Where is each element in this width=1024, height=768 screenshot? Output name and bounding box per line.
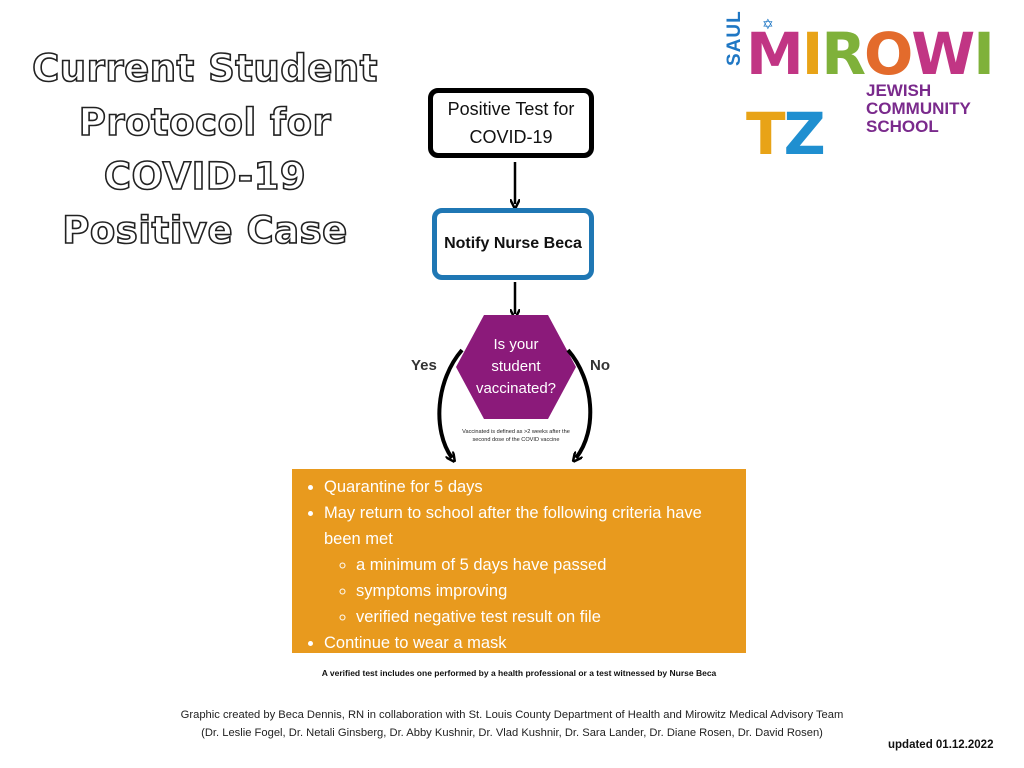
step-positive-test: Positive Test for COVID-19 [428,88,594,158]
yes-label: Yes [411,357,437,374]
no-label: No [590,357,610,374]
step1-line-2: COVID-19 [469,127,553,147]
protocol-item: May return to school after the following… [324,500,736,630]
verified-test-note: A verified test includes one performed b… [321,668,717,678]
arrow-yes [437,348,464,458]
logo-letter: W [911,20,975,88]
school-logo: SAUL ✡ MIROWITZ JEWISH COMMUNITY SCHOOL [718,10,1004,168]
credits-line-2: (Dr. Leslie Fogel, Dr. Netali Ginsberg, … [201,727,823,739]
protocol-box: Quarantine for 5 days May return to scho… [292,469,746,653]
logo-letter: I [973,20,995,88]
decision-text: Is your student vaccinated? [466,334,566,400]
logo-sub-line-3: SCHOOL [866,117,939,136]
arrow-no [566,348,593,458]
credits: Graphic created by Beca Dennis, RN in co… [100,706,924,742]
credits-line-1: Graphic created by Beca Dennis, RN in co… [180,709,844,721]
decision-hexagon [456,315,576,419]
criteria-list: a minimum of 5 days have passed symptoms… [324,552,736,630]
star-icon: ✡ [762,16,774,32]
protocol-item: Continue to wear a mask [324,630,736,656]
logo-letter: Z [783,100,826,168]
page-title: Current Student Protocol for COVID-19 Po… [20,42,390,258]
criteria-item: symptoms improving [356,578,736,604]
logo-letter: I [801,20,824,88]
title-line-4: Positive Case [61,208,348,253]
logo-subtitle: JEWISH COMMUNITY SCHOOL [866,82,971,136]
title-line-3: COVID-19 [103,154,307,199]
title-line-2: Protocol for [78,100,332,145]
logo-letter: R [821,20,866,88]
protocol-item-text: May return to school after the following… [324,504,702,548]
logo-letter: T [746,100,786,168]
logo-sub-line-2: COMMUNITY [866,99,971,118]
logo-mirowitz-text: MIROWITZ [746,14,1004,174]
decision-line-3: vaccinated? [475,380,557,397]
step-notify-nurse: Notify Nurse Beca [432,208,594,280]
decision-line-1: Is your [493,336,539,353]
protocol-list: Quarantine for 5 days May return to scho… [292,474,736,656]
logo-sub-line-1: JEWISH [866,81,932,100]
decision-line-2: student [491,358,541,375]
title-line-1: Current Student [31,46,378,91]
protocol-item: Quarantine for 5 days [324,474,736,500]
step1-line-1: Positive Test for [447,99,575,119]
logo-letter: M [746,20,804,88]
vaccinated-definition-note: Vaccinated is defined as >2 weeks after … [462,429,570,443]
criteria-item: a minimum of 5 days have passed [356,552,736,578]
criteria-item: verified negative test result on file [356,604,736,630]
updated-date: updated 01.12.2022 [888,739,994,751]
logo-letter: O [863,20,913,88]
